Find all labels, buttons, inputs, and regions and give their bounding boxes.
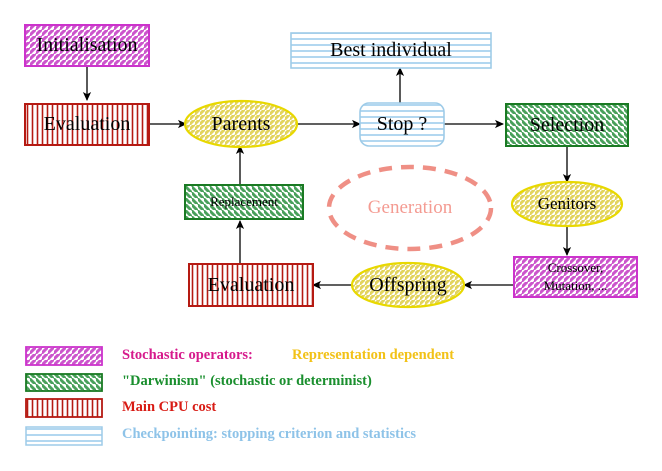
legend-swatch-red-vertical-hatch xyxy=(25,398,103,418)
node-offspring-shape xyxy=(350,261,466,309)
node-parents-shape xyxy=(183,99,299,149)
node-evaluation-top-shape xyxy=(24,103,150,146)
legend-label-checkpointing: Checkpointing: stopping criterion and st… xyxy=(122,426,417,442)
node-evaluation-bottom-shape xyxy=(188,263,314,307)
legend-swatch-green-diagonal-hatch xyxy=(25,373,103,392)
node-generation-shape xyxy=(326,164,494,252)
legend-label-main-cpu-cost: Main CPU cost xyxy=(122,399,217,415)
node-genitors-shape xyxy=(510,180,624,228)
legend-label-representation-dependent: Representation dependent xyxy=(292,347,455,363)
node-selection-shape xyxy=(505,103,629,147)
node-crossover-shape xyxy=(513,256,638,298)
node-initialisation-shape xyxy=(24,24,150,67)
node-best-individual-shape xyxy=(290,32,492,69)
legend-label-darwinism: "Darwinism" (stochastic or determinist) xyxy=(122,373,372,389)
legend-label-stochastic-operators: Stochastic operators: xyxy=(122,347,253,363)
node-replacement-shape xyxy=(184,184,304,220)
legend-swatch-blue-horizontal-hatch xyxy=(25,426,103,446)
legend-swatch-magenta-diagonal-hatch xyxy=(25,346,103,366)
node-stop-shape xyxy=(359,102,445,147)
